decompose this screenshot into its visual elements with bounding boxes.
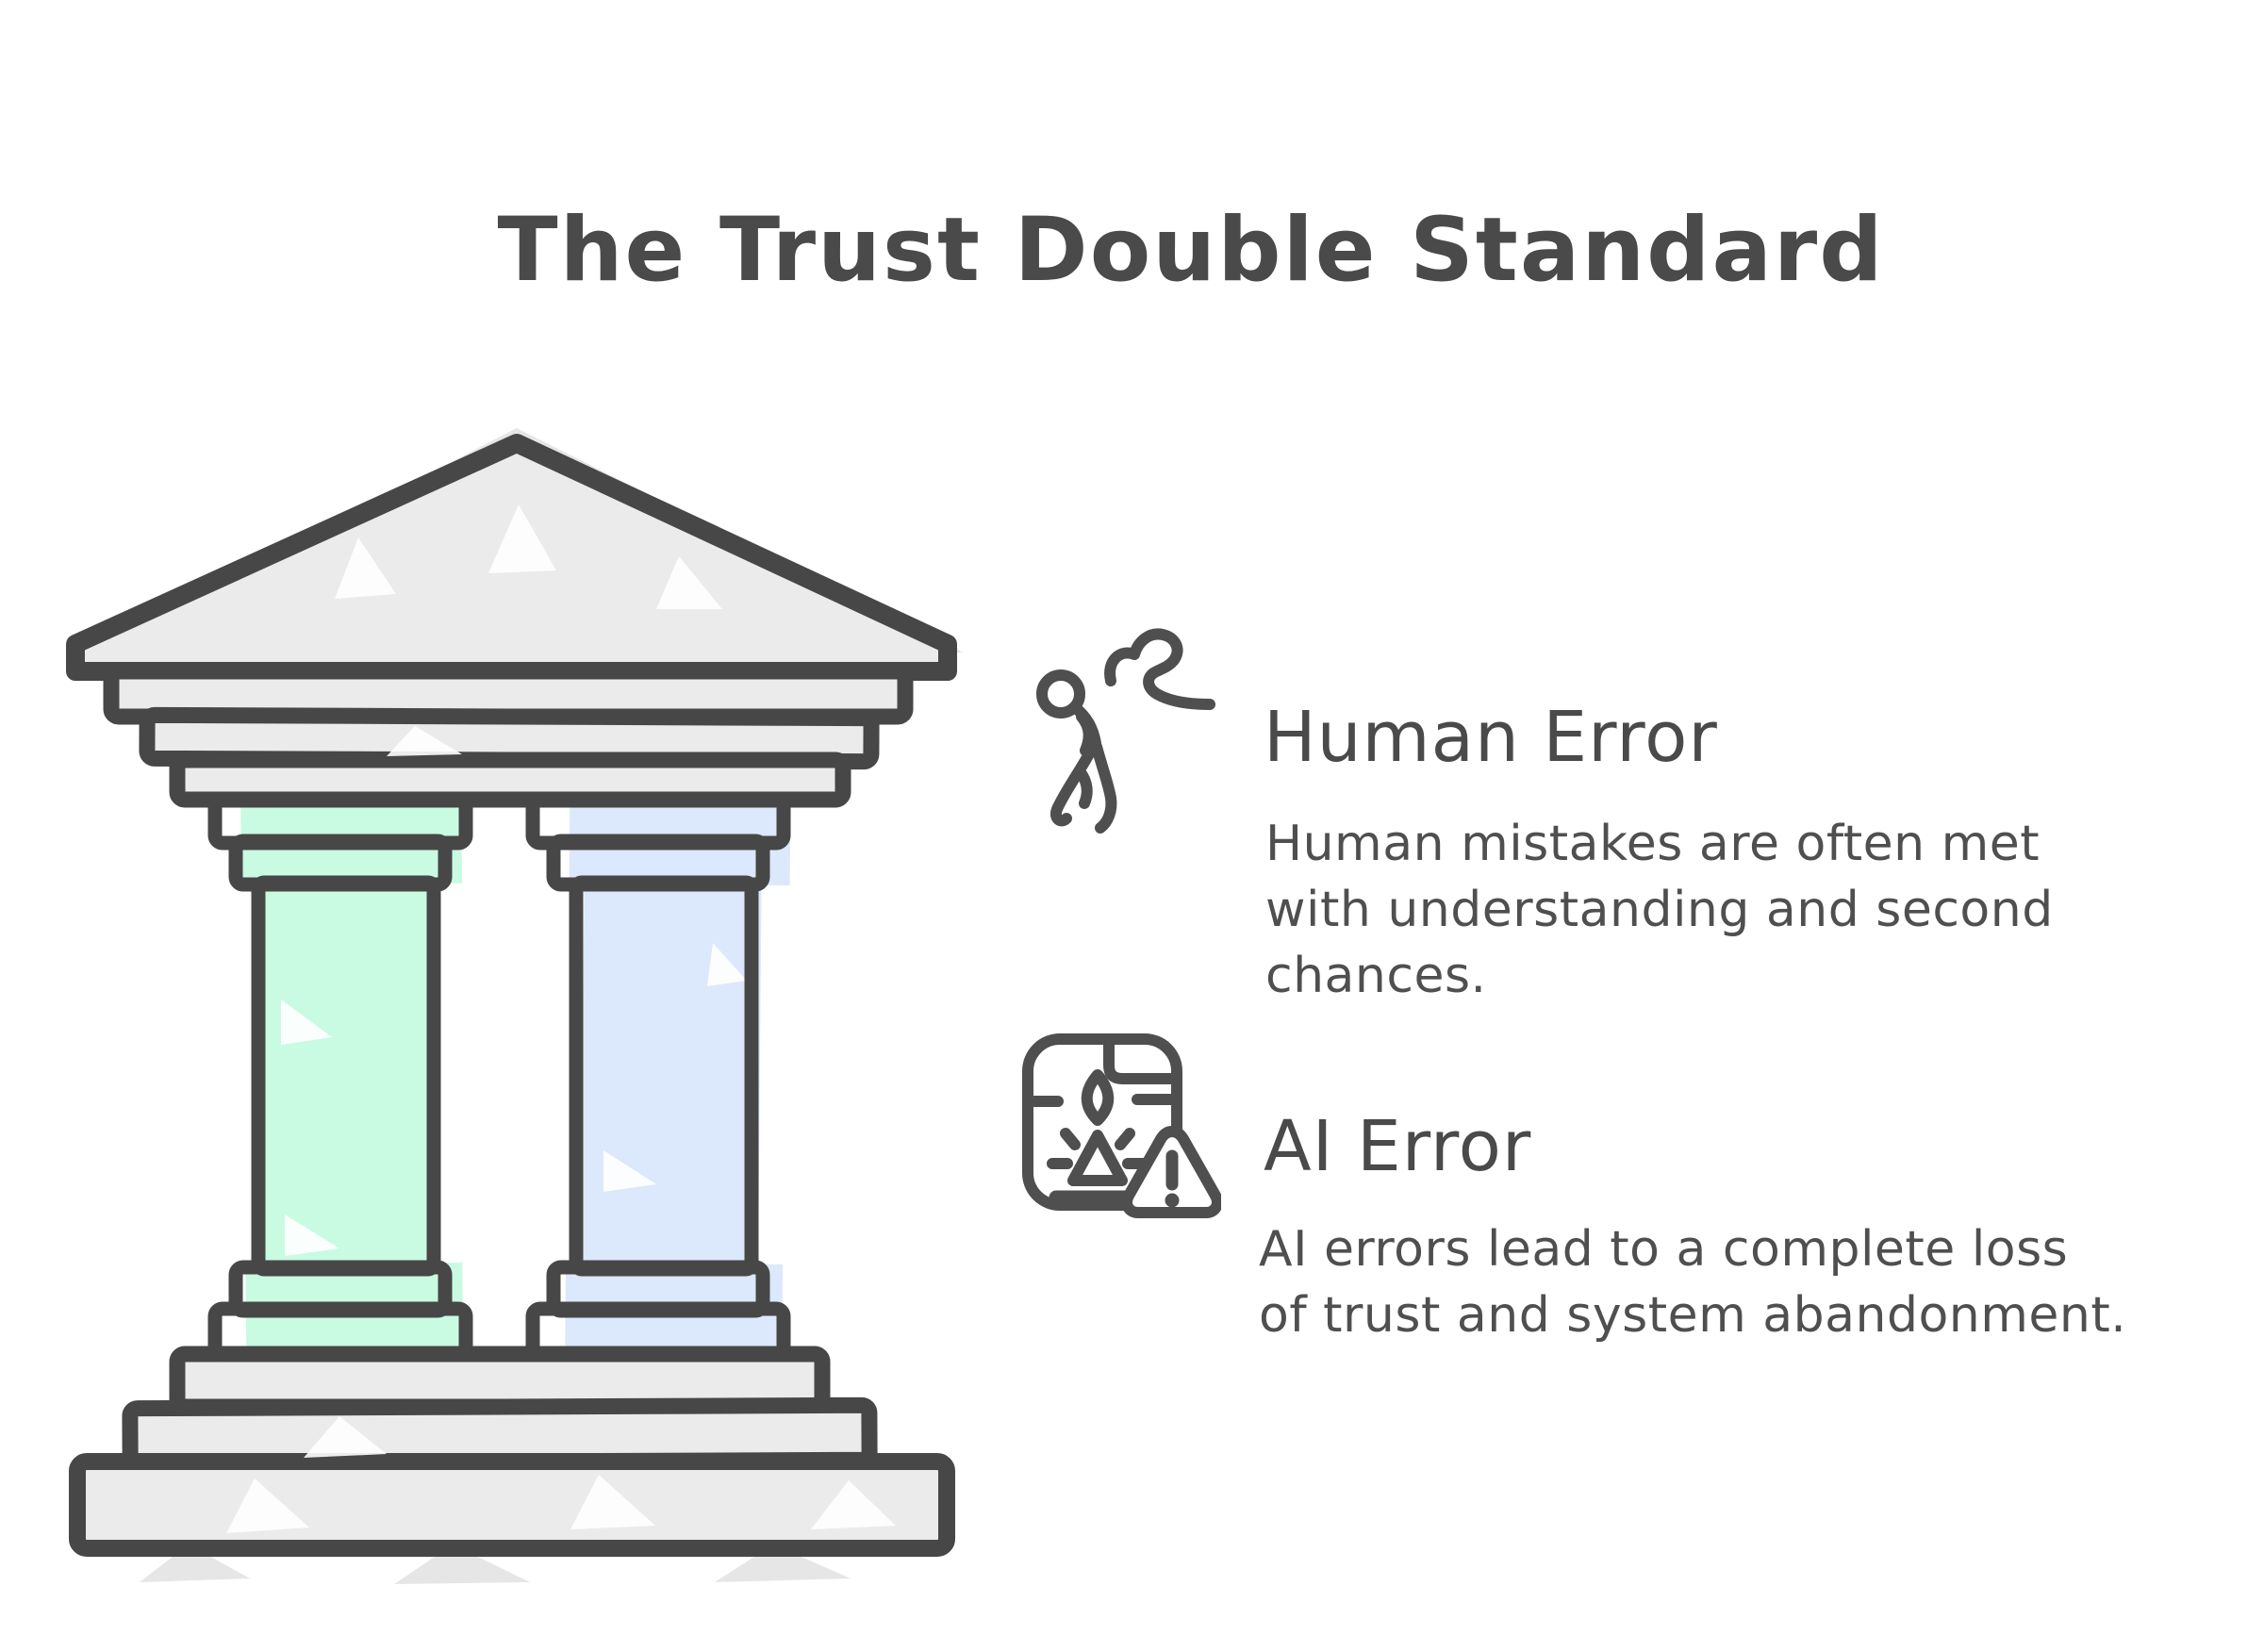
human-error-heading: Human Error bbox=[1264, 697, 1718, 779]
temple-steps bbox=[69, 1346, 955, 1557]
stumbling-person-icon bbox=[1036, 628, 1215, 834]
right-pillar-color-wash bbox=[565, 764, 791, 1353]
right-pillar bbox=[525, 792, 791, 1362]
human-error-body: Human mistakes are often met with unders… bbox=[1265, 816, 2054, 1004]
left-pillar bbox=[207, 792, 473, 1362]
temple-illustration bbox=[66, 428, 964, 1584]
page-title: The Trust Double Standard bbox=[497, 198, 1885, 302]
left-pillar-color-wash bbox=[240, 764, 464, 1354]
sketch-texture bbox=[226, 504, 896, 1533]
ai-error-body: AI errors lead to a complete loss of tru… bbox=[1259, 1221, 2127, 1344]
ai-error-heading: AI Error bbox=[1264, 1106, 1532, 1188]
temple-entablature bbox=[103, 663, 914, 808]
machine-warning-icon bbox=[1022, 1033, 1221, 1218]
